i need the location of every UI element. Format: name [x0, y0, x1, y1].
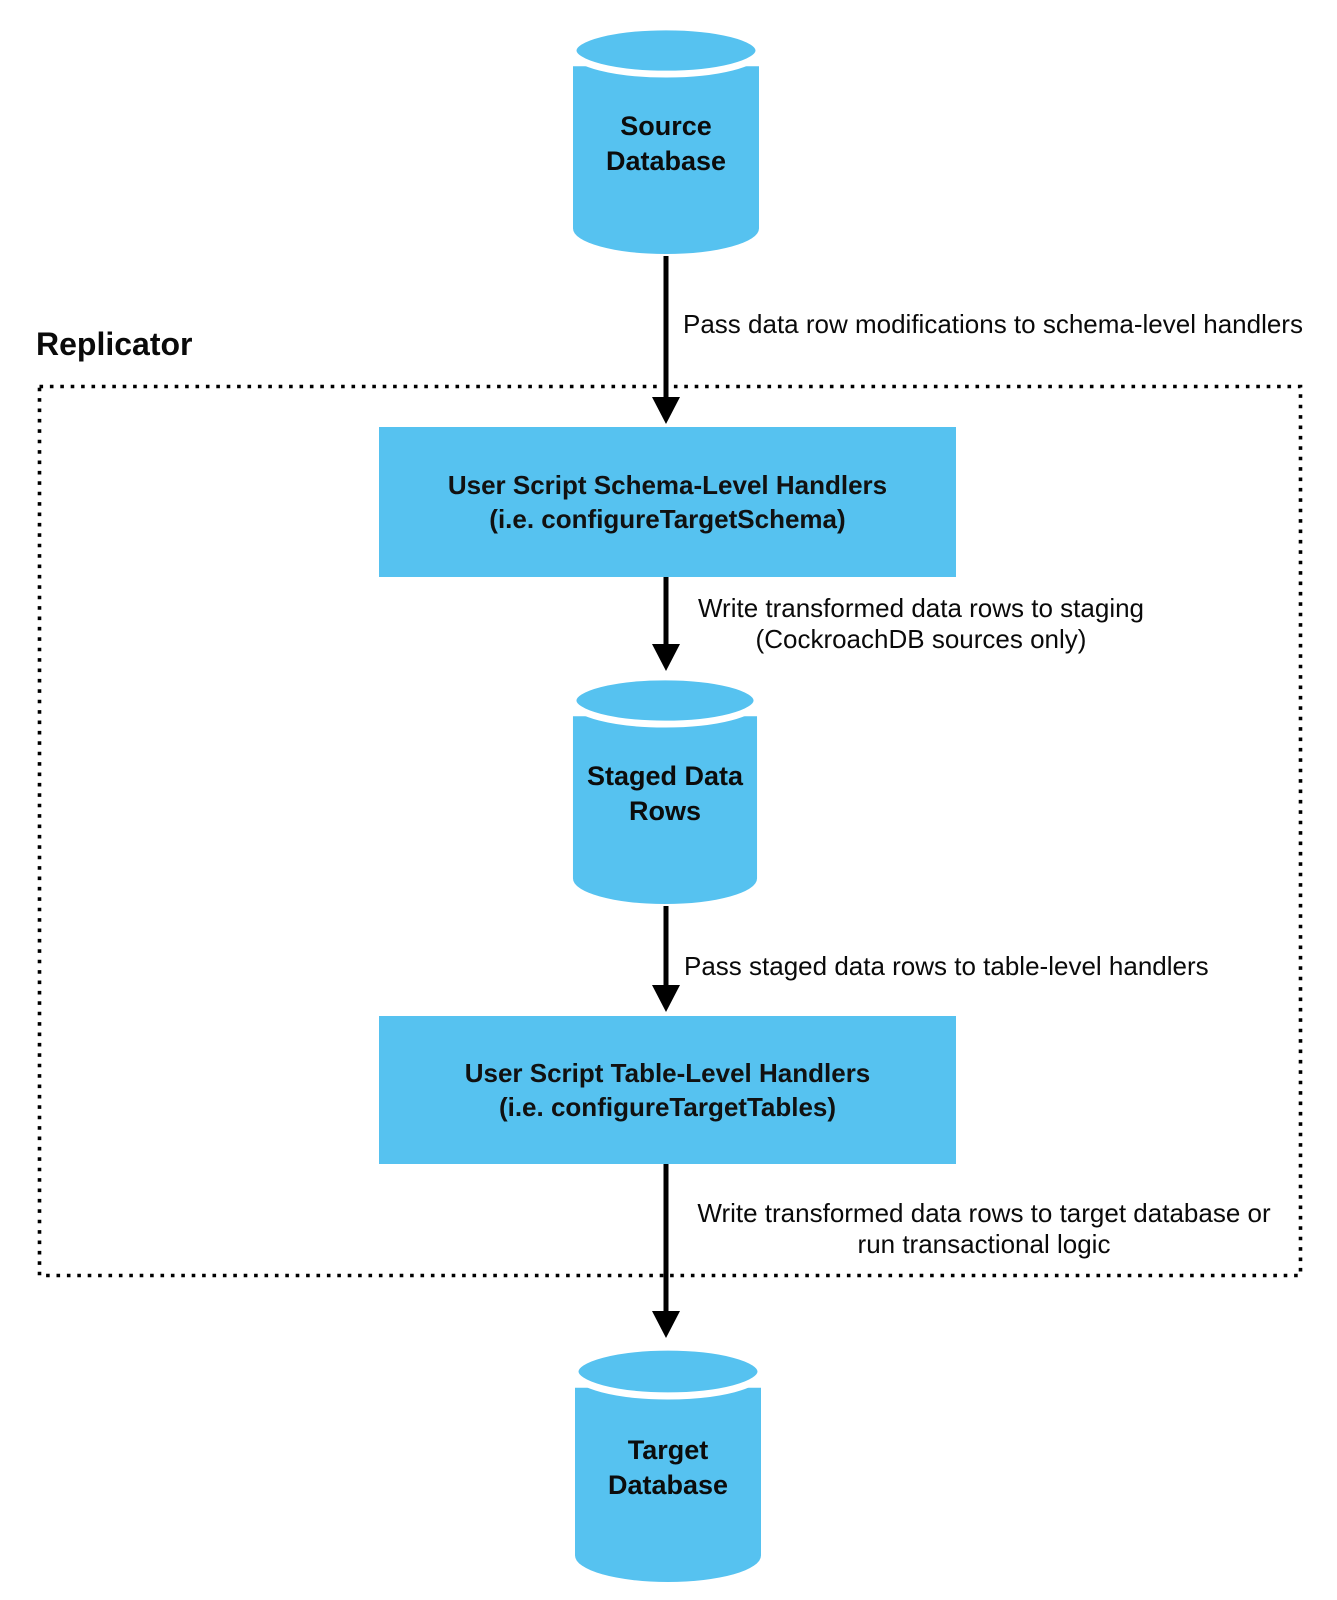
database-cylinder-icon: [570, 673, 760, 905]
node-label: User Script Schema-Level Handlers (i.e. …: [447, 470, 888, 534]
database-cylinder-icon: [572, 1343, 764, 1582]
node-label: Staged Data Rows: [586, 761, 744, 826]
node-schema-level-handlers: User Script Schema-Level Handlers (i.e. …: [379, 427, 956, 577]
arrow-staged-rows-to-table-handlers: [652, 906, 680, 1012]
node-staged-data-rows: Staged Data Rows: [570, 670, 760, 906]
node-label: Target Database: [607, 1435, 729, 1500]
node-target-database: Target Database: [572, 1340, 764, 1584]
replicator-group-label: Replicator: [36, 326, 193, 362]
node-source-database: Source Database: [570, 20, 762, 256]
node-label: User Script Table-Level Handlers (i.e. c…: [464, 1058, 871, 1122]
edge-label-write-to-staging: Write transformed data rows to staging (…: [697, 593, 1145, 654]
database-cylinder-icon: [570, 23, 762, 255]
edge-label-pass-staged-rows: Pass staged data rows to table-level han…: [684, 951, 1209, 981]
arrow-table-handlers-to-target-db: [652, 1164, 680, 1338]
arrow-source-to-schema-handlers: [652, 256, 680, 424]
node-label: Source Database: [605, 111, 727, 176]
arrow-schema-handlers-to-staged-rows: [652, 577, 680, 671]
edge-label-write-to-target: Write transformed data rows to target da…: [697, 1198, 1271, 1259]
edge-label-pass-modifications: Pass data row modifications to schema-le…: [683, 309, 1303, 339]
node-table-level-handlers: User Script Table-Level Handlers (i.e. c…: [379, 1016, 956, 1164]
